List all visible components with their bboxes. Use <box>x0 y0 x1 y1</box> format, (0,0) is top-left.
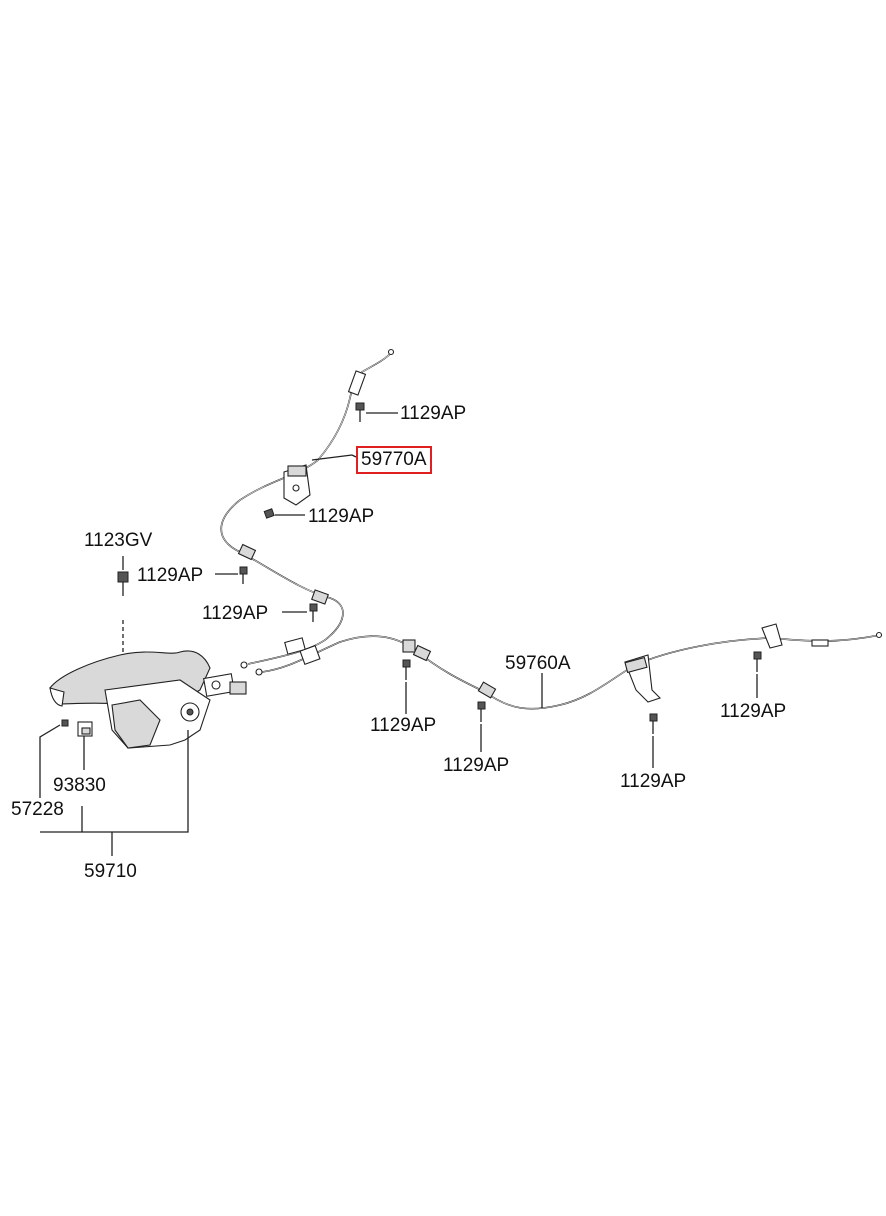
cable-bracket-icon <box>283 464 311 506</box>
front-cable <box>215 348 398 669</box>
callout-bolt-lever-side[interactable]: 1129AP <box>137 565 204 586</box>
switch-icon <box>77 721 93 737</box>
bolt-rear-bracket-icon <box>649 713 658 768</box>
callout-bolt-rear-bracket[interactable]: 1129AP <box>620 771 687 792</box>
callout-bolt-under-mid[interactable]: 1129AP <box>443 755 510 776</box>
callout-pin[interactable]: 57228 <box>11 799 64 820</box>
callout-bolt-bracket[interactable]: 1129AP <box>308 506 375 527</box>
callout-bolt-upper[interactable]: 1129AP <box>400 403 467 424</box>
callout-bolt-under-left[interactable]: 1129AP <box>370 715 437 736</box>
callout-cable-rear[interactable]: 59760A <box>505 653 571 674</box>
callout-nut-top[interactable]: 1123GV <box>84 530 153 551</box>
bolt-bracket-icon <box>263 508 305 519</box>
callout-cable-front-highlighted[interactable]: 59770A <box>356 446 432 474</box>
callout-switch[interactable]: 93830 <box>53 775 106 796</box>
bolt-rear-end-icon <box>753 651 762 698</box>
callout-bolt-rear-end[interactable]: 1129AP <box>720 701 787 722</box>
bolt-under-mid-icon <box>477 701 486 752</box>
rear-bracket-icon <box>624 654 662 703</box>
pin-icon <box>61 719 69 727</box>
bolt-under-left-icon <box>402 659 411 714</box>
bolt-mid-left-icon <box>282 603 318 622</box>
callout-lever-assembly[interactable]: 59710 <box>84 861 137 882</box>
bolt-lever-side-icon <box>215 566 248 584</box>
bolt-upper-icon <box>355 402 398 422</box>
nut-top-icon <box>117 556 129 652</box>
lever-assembly-icon <box>39 556 247 856</box>
callout-bolt-mid-left[interactable]: 1129AP <box>202 603 269 624</box>
rear-cable <box>255 454 883 768</box>
